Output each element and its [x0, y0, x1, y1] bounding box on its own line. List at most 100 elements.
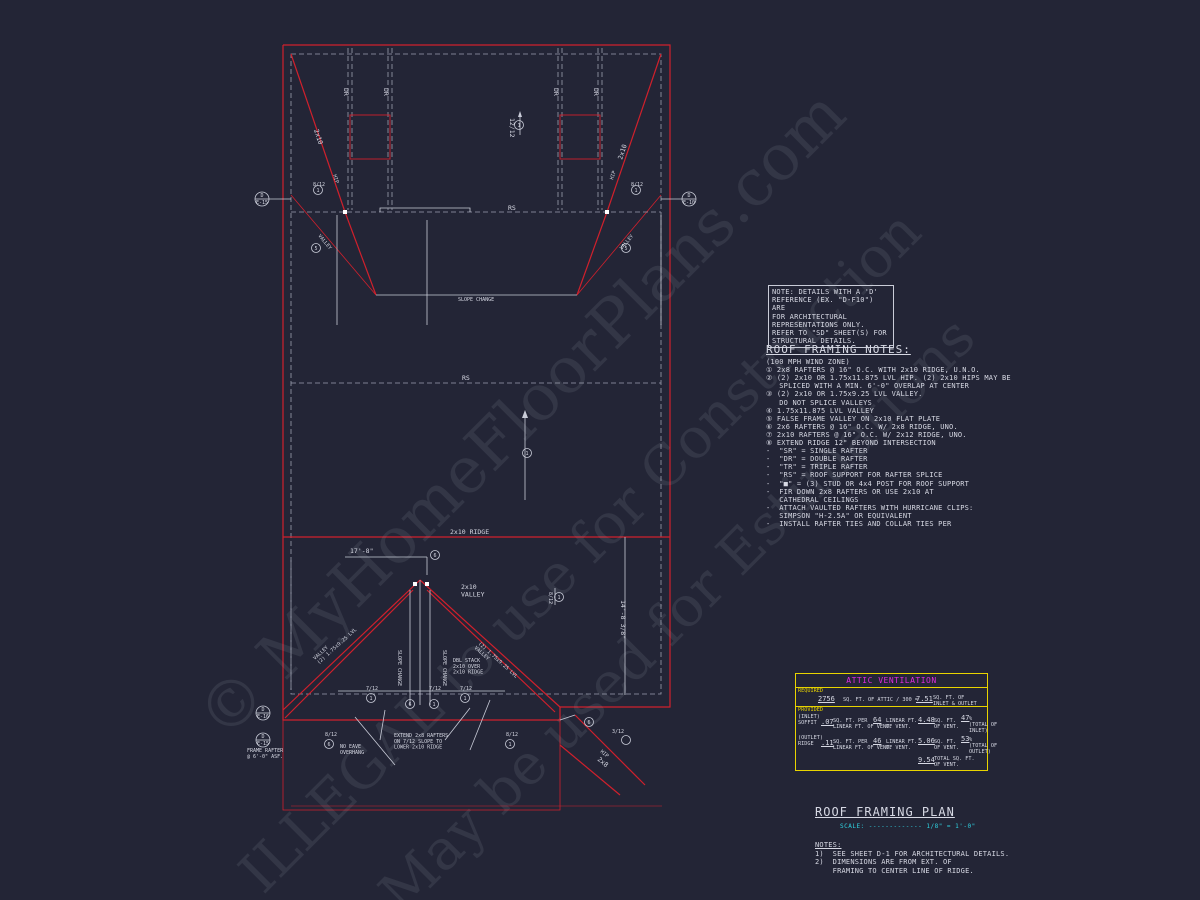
label-2x10-top-right: 2x10: [616, 143, 628, 160]
attic-outlet-len: 46: [873, 737, 882, 745]
label-pitch-a: 7/12: [366, 686, 378, 692]
attic-required-text: SQ. FT. OF ATTIC / 300 =: [843, 697, 918, 703]
circle-5: 5: [624, 246, 627, 252]
roof-outline: [282, 44, 671, 811]
roof-framing-note: ⑤ FALSE FRAME VALLEY ON 2x10 FLAT PLATE: [766, 414, 941, 423]
attic-ventilation-title: ATTIC VENTILATION: [796, 674, 987, 688]
detail-ref-left-top: D: [260, 193, 263, 199]
attic-outlet-pct-text: % (TOTAL OF OUTLET): [969, 737, 998, 755]
label-pitch-d: 8/12: [325, 732, 337, 738]
attic-outlet-len-text: LINEAR FT. OF VENT.: [886, 739, 918, 751]
detail-ref-ll2-top: D: [261, 734, 264, 740]
attic-outlet-pct: 53: [961, 735, 970, 743]
label-pitch-top: 12/12: [508, 118, 516, 138]
roof-framing-note: - "SR" = SINGLE RAFTER: [766, 447, 868, 456]
circle-13: 6: [327, 742, 330, 748]
detail-ref-left-bot: E-15: [256, 200, 268, 206]
double-rafters: [343, 48, 609, 214]
label-slope-change-upper: SLOPE CHANGE: [458, 297, 494, 303]
label-valley-left: VALLEY: [316, 233, 332, 251]
roof-framing-note: ① 2x8 RAFTERS @ 16" O.C. WITH 2x10 RIDGE…: [766, 366, 980, 375]
circle-1: 1: [316, 188, 319, 194]
label-pitch-f: 3/12: [612, 729, 624, 735]
detail-ref-right-bot: E-10: [683, 200, 695, 206]
attic-required-unit: SQ. FT. OF INLET & OUTLET: [933, 695, 977, 707]
attic-provided-label: PROVIDED: [798, 707, 823, 713]
label-pitch-e: 8/12: [506, 732, 518, 738]
label-rs-mid: RS: [462, 374, 470, 382]
label-hip-right: HIP: [609, 170, 617, 180]
circle-14: 1: [508, 742, 511, 748]
label-hip-lower: HIP: [599, 749, 610, 759]
plan-note: 2) DIMENSIONS ARE FROM EXT. OF: [815, 858, 952, 866]
attic-total-row: 9.54 TOTAL SQ. FT. OF VENT.: [798, 756, 987, 768]
roof-framing-note: - "DR" = DOUBLE RAFTER: [766, 455, 868, 464]
label-pitch-mid: 8/12: [547, 592, 553, 604]
attic-outlet-area-text: SQ. FT. OF VENT.: [934, 739, 959, 751]
roof-framing-note: - "RS" = ROOF SUPPORT FOR RAFTER SPLICE: [766, 471, 943, 480]
plan-notes: NOTES: 1) SEE SHEET D-1 FOR ARCHITECTURA…: [815, 841, 1009, 875]
attic-inlet-per-text: SQ. FT. PER LINEAR FT. OF VENT.: [833, 718, 893, 730]
detail-ref-right-top: D: [687, 193, 690, 199]
attic-inlet-area: 4.48: [918, 716, 935, 724]
label-dr-2: DR: [382, 88, 390, 96]
label-slope-change-b: SLOPE CHANGE: [441, 650, 447, 686]
roof-framing-note: (100 MPH WIND ZONE): [766, 358, 850, 367]
label-rs-upper: RS: [508, 204, 516, 212]
attic-ventilation-table: ATTIC VENTILATION REQUIRED 2756 SQ. FT. …: [795, 673, 997, 771]
label-dim-left: 8/12: [313, 182, 325, 188]
roof-framing-note: SIMPSON "H-2.5A" OR EQUIVALENT: [766, 511, 912, 520]
circle-8: 1: [557, 595, 560, 601]
label-dim-17-8: 17'-8": [350, 547, 373, 555]
callout-circles: 1 1 1 5 5 1 6 1 1 6 1 1 6 1 6: [311, 120, 641, 749]
roof-framing-note: DO NOT SPLICE VALLEYS: [766, 398, 872, 407]
roof-framing-notes-title: ROOF FRAMING NOTES:: [766, 343, 911, 356]
label-lower-2x8: 2x8: [596, 755, 610, 769]
label-frame-rafter: FRAME RAFTER@ 6'-0" ASF.: [247, 748, 284, 760]
roof-framing-note: - FIR DOWN 2x8 RAFTERS OR USE 2x10 AT: [766, 487, 934, 496]
label-lvl-left: VALLEY(2) 1.75x9.25 LVL: [312, 623, 358, 666]
roof-framing-note: ④ 1.75x11.875 LVL VALLEY: [766, 406, 875, 415]
member-labels: 2x10 2x10 DR DR DR DR 12/12 RS RS SLOPE …: [247, 88, 643, 769]
circle-15: 6: [587, 720, 590, 726]
attic-required-result: 7.51: [916, 695, 933, 703]
roof-framing-note: CATHEDRAL CEILINGS: [766, 495, 859, 504]
plan-scale: SCALE: ------------- 1/8" = 1'-0": [840, 823, 976, 830]
circle-9: 1: [369, 696, 372, 702]
label-dr-3: DR: [552, 88, 560, 96]
circle-10: 6: [408, 702, 411, 708]
label-pitch-b: 7/12: [429, 686, 441, 692]
attic-required-value: 2756: [818, 695, 835, 703]
roof-framing-note: - "■" = (3) STUD OR 4x4 POST FOR ROOF SU…: [766, 479, 970, 488]
circle-12: 1: [463, 696, 466, 702]
attic-inlet-len: 64: [873, 716, 882, 724]
attic-outlet-per-text: SQ. FT. PER LINEAR FT. OF VENT.: [833, 739, 893, 751]
label-2x10-top-left: 2x10: [312, 128, 324, 145]
plan-title: ROOF FRAMING PLAN: [815, 805, 955, 819]
roof-framing-note: ② (2) 2x10 OR 1.75x11.875 LVL HIP. (2) 2…: [766, 374, 1011, 383]
circle-2: 1: [634, 188, 637, 194]
attic-total-value: 9.54: [918, 756, 935, 764]
attic-outlet-label: (OUTLET) RIDGE: [798, 735, 823, 747]
roof-framing-notes: ROOF FRAMING NOTES: (100 MPH WIND ZONE)①…: [766, 343, 1016, 528]
plan-notes-title: NOTES:: [815, 841, 842, 849]
attic-outlet-row: (OUTLET) RIDGE .11 SQ. FT. PER LINEAR FT…: [798, 735, 997, 755]
attic-inlet-pct: 47: [961, 714, 970, 722]
roof-framing-note: ⑥ 2x6 RAFTERS @ 16" O.C. W/ 2x8 RIDGE, U…: [766, 422, 958, 431]
roof-framing-notes-list: (100 MPH WIND ZONE)① 2x8 RAFTERS @ 16" O…: [766, 358, 1016, 528]
attic-inlet-row: (INLET) SOFFIT .07 SQ. FT. PER LINEAR FT…: [798, 714, 997, 734]
plan-note: FRAMING TO CENTER LINE OF RIDGE.: [815, 866, 974, 875]
roof-framing-note: ⑧ EXTEND RIDGE 12" BEYOND INTERSECTION: [766, 439, 936, 448]
architectural-details-note: NOTE: DETAILS WITH A 'D' REFERENCE (EX. …: [768, 285, 894, 349]
detail-reference-bubbles: D E-15 D E-10 D E-16 D E-15: [254, 191, 697, 748]
label-dr-4: DR: [592, 88, 600, 96]
detail-ref-ll2-bot: E-15: [257, 741, 269, 747]
label-2x10-ridge: 2x10 RIDGE: [450, 528, 489, 536]
roof-framing-note: - ATTACH VAULTED RAFTERS WITH HURRICANE …: [766, 503, 974, 512]
label-dr-1: DR: [342, 88, 350, 96]
attic-required-row: 2756 SQ. FT. OF ATTIC / 300 = 7.51 SQ. F…: [798, 695, 987, 707]
